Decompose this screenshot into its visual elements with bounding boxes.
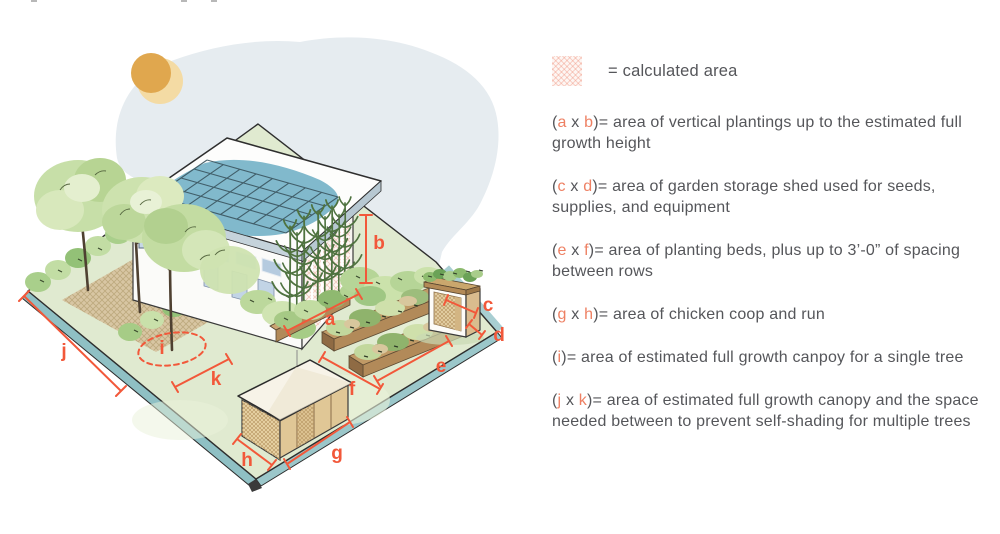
legend-formula-text: x (561, 392, 579, 409)
tree-canopies (34, 158, 260, 294)
legend-item: (c x d)= area of garden storage shed use… (552, 178, 936, 216)
dimension-label-c: c (483, 295, 494, 316)
side-bushes (340, 267, 449, 306)
coop-panel-mesh (297, 403, 314, 448)
dimension-c: c (443, 294, 494, 319)
dimension-label-a: a (325, 309, 336, 330)
sun (131, 53, 183, 104)
legend-variable-letter: c (557, 178, 566, 195)
dimension-label-i: i (159, 338, 164, 359)
legend-variable-letter: i (557, 349, 562, 366)
dimension-f: f (318, 351, 384, 400)
dimension-j: j (18, 290, 127, 397)
sun-disc (131, 53, 171, 93)
legend-item: (i)= area of estimated full growth canpo… (552, 349, 964, 366)
legend-variable-letter: a (557, 114, 567, 131)
legend-formula-text: ( (552, 306, 558, 323)
legend-key: = calculated area (552, 56, 984, 86)
cropped-text-fragment (211, 0, 217, 2)
legend-formula-text: x (566, 114, 585, 131)
tree-canopy-circle (137, 331, 207, 367)
garden-diagram-illustration: a b c d e f g (18, 37, 505, 492)
legend-formula-text: x (566, 306, 585, 323)
solar-panel-grid (154, 159, 339, 234)
legend-formula-text: x (566, 242, 585, 259)
legend-item: (j x k)= area of estimated full growth c… (552, 392, 979, 430)
legend-formula-text: ( (552, 392, 558, 409)
dimension-e: e (373, 335, 453, 387)
legend-formula-text: x (565, 178, 584, 195)
legend-item: (e x f)= area of planting beds, plus up … (552, 242, 961, 280)
legend-formula-text: ( (552, 178, 558, 195)
dimension-label-b: b (373, 233, 385, 254)
dimension-label-h: h (241, 450, 253, 471)
legend-formula-text: ( (552, 114, 558, 131)
dimension-label-e: e (436, 356, 447, 377)
legend-variable-letter: b (584, 114, 594, 131)
legend-formula-text: )= (593, 306, 613, 323)
legend-variable-letter: f (584, 242, 589, 259)
dimension-label-g: g (331, 443, 343, 464)
legend-variable-letter: d (583, 178, 593, 195)
dimension-a: a (283, 288, 363, 337)
dimensions: a b c d e f g (18, 214, 505, 471)
dimension-k: k (171, 353, 233, 393)
legend-formula-text: ( (552, 349, 558, 366)
legend-formula-text: )= (561, 349, 582, 366)
legend-formula-text: )= (587, 392, 607, 409)
cropped-text-fragment (31, 0, 37, 2)
legend-variable-letter: g (557, 306, 567, 323)
legend-variable-letter: j (557, 392, 562, 409)
calculated-area-swatch (552, 56, 582, 86)
shed-roof-plants (423, 268, 484, 282)
legend-item: (g x h)= area of chicken coop and run (552, 306, 825, 323)
calculated-area-label: = calculated area (608, 61, 738, 80)
dimension-label-d: d (493, 325, 505, 346)
dimension-label-f: f (349, 379, 356, 400)
trees (34, 158, 327, 352)
ground-slab-corner (248, 479, 262, 492)
legend-panel: = calculated area (a x b)= area of verti… (552, 56, 984, 454)
legend-formula-text: )= (593, 114, 613, 131)
legend-variable-letter: e (557, 242, 567, 259)
legend-formula-text: ( (552, 242, 558, 259)
grass-highlight (132, 400, 228, 440)
dimension-d: d (465, 319, 505, 346)
dimension-h: h (232, 433, 277, 471)
coop-left-wall-mesh (242, 400, 280, 460)
dimension-label-k: k (211, 369, 222, 390)
chicken-coop (237, 359, 353, 462)
shed-opening-shade (455, 297, 461, 331)
shed-roof-right (465, 285, 481, 296)
legend-items: (a x b)= area of vertical plantings up t… (552, 112, 984, 432)
shed-opening-mesh (434, 292, 461, 331)
vertical-plantings (269, 196, 449, 343)
legend-item: (a x b)= area of vertical plantings up t… (552, 114, 963, 152)
dimension-g: g (283, 416, 354, 470)
dimension-b: b (359, 214, 385, 284)
dimension-label-j: j (60, 341, 66, 362)
dimension-i: i (137, 331, 207, 367)
legend-variable-letter: k (578, 392, 587, 409)
legend-formula-text: )= (592, 178, 613, 195)
coop-roof-wash (268, 367, 352, 420)
legend-variable-letter: h (584, 306, 594, 323)
storage-shed (416, 268, 484, 345)
garden-bed (321, 284, 451, 352)
legend-formula-text: )= (588, 242, 609, 259)
shed-right-wall (465, 288, 481, 338)
cropped-text-fragment (181, 0, 187, 2)
